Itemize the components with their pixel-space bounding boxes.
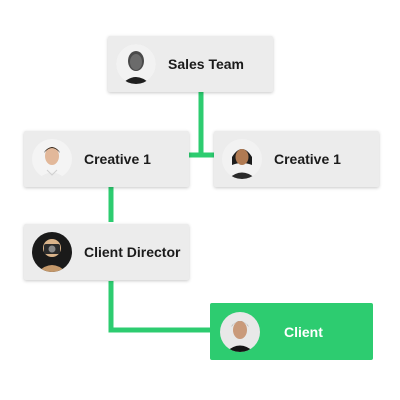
node-label: Creative 1: [274, 151, 341, 167]
node-client-director[interactable]: Client Director: [24, 224, 189, 280]
node-creative-left[interactable]: Creative 1: [24, 131, 189, 187]
node-label: Creative 1: [84, 151, 151, 167]
connector-director-to-client: [108, 281, 210, 333]
woman-portrait-icon: [222, 139, 262, 179]
camera-holder-portrait-icon: [32, 232, 72, 272]
man-portrait-icon: [220, 311, 260, 352]
man-portrait-icon: [116, 44, 156, 84]
man-portrait-icon: [32, 139, 72, 179]
node-creative-right[interactable]: Creative 1: [214, 131, 379, 187]
node-label: Client: [284, 323, 323, 340]
node-label: Client Director: [84, 244, 181, 260]
node-sales-team[interactable]: Sales Team: [108, 36, 273, 92]
node-client[interactable]: Client: [210, 303, 373, 360]
node-label: Sales Team: [168, 56, 245, 72]
